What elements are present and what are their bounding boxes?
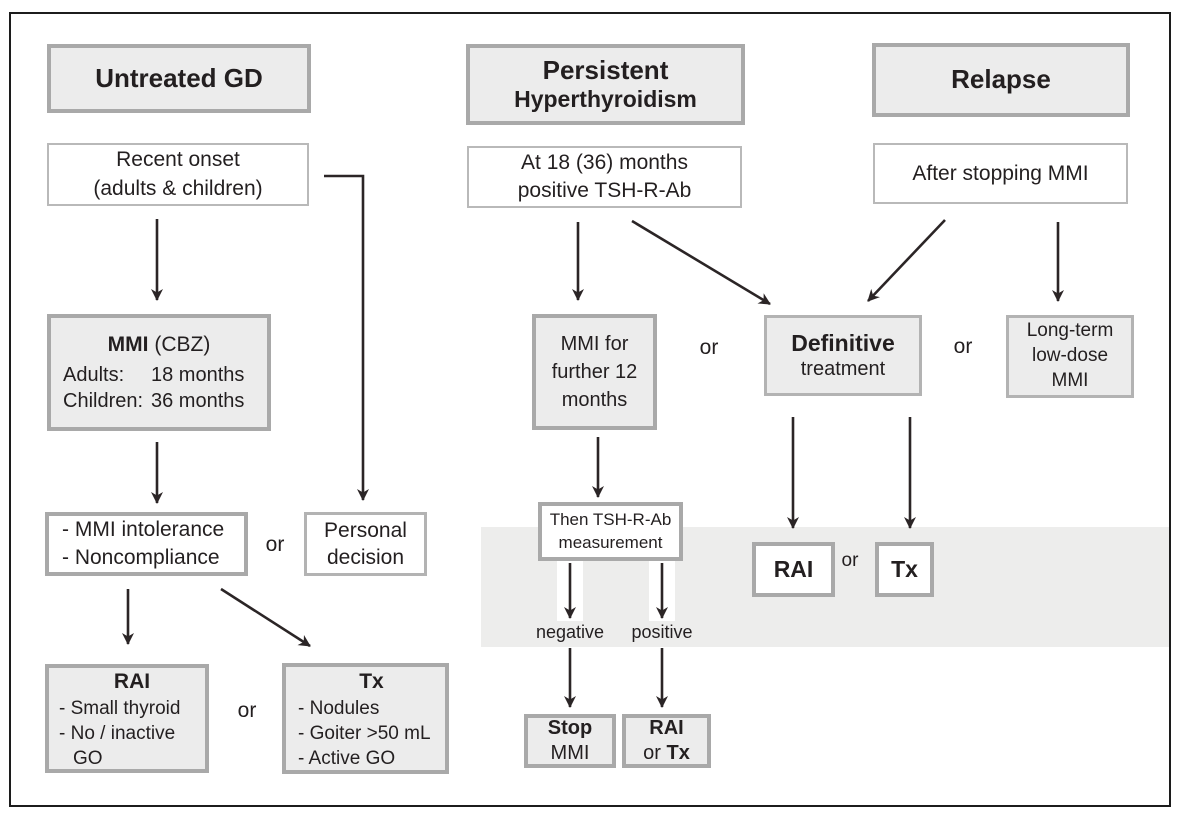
tx-option-item3: - Active GO [298, 748, 396, 770]
rai-or-tx-tx: Tx [666, 742, 690, 764]
rai-or-tx-line1: RAI [649, 717, 684, 739]
figure-border [9, 12, 1171, 807]
or-label-personal: or [265, 533, 285, 556]
header-untreated-gd: Untreated GD [47, 44, 311, 113]
tx-option-box: Tx - Nodules - Goiter >50 mL - Active GO [282, 663, 449, 774]
longterm-line2: low-dose [1031, 345, 1109, 367]
rai-option-item3: GO [73, 748, 103, 770]
mmi-children-label: Children: [63, 389, 144, 412]
further-line1: MMI for [560, 333, 629, 355]
definitive-line1: Definitive [791, 329, 895, 356]
header-untreated-gd-label: Untreated GD [95, 62, 263, 93]
stop-mmi-line2: MMI [550, 742, 590, 764]
mmi-children-row: Children: 36 months [63, 388, 244, 414]
tx-band-box: Tx [875, 542, 934, 597]
stop-mmi-box: Stop MMI [524, 714, 616, 768]
mmi-adults-row: Adults: 18 months [63, 362, 244, 388]
mmi-title-rest: (CBZ) [148, 333, 211, 357]
recent-onset-line2: (adults & children) [93, 176, 263, 200]
rai-band-label: RAI [773, 555, 814, 582]
recent-onset-line1: Recent onset [116, 148, 240, 172]
or-label-band: or [841, 550, 859, 571]
longterm-line3: MMI [1051, 369, 1089, 391]
persistent-line2: Hyperthyroidism [514, 86, 697, 113]
mmi-adults-label: Adults: [63, 363, 125, 386]
rai-option-item2: - No / inactive [59, 722, 176, 744]
positive-label: positive [631, 622, 693, 642]
rai-option-item1: - Small thyroid [59, 697, 181, 719]
definitive-line2: treatment [800, 358, 886, 381]
intolerance-line1: - MMI intolerance [62, 517, 225, 541]
tx-option-item1: - Nodules [298, 697, 380, 719]
mmi-adults-value: 18 months [151, 363, 245, 386]
rai-band-box: RAI [752, 542, 835, 597]
intolerance-box: - MMI intolerance - Noncompliance [45, 512, 248, 576]
or-label-definitive: or [699, 336, 719, 359]
at18-line2: positive TSH-R-Ab [517, 179, 692, 202]
or-label-longterm: or [953, 335, 973, 358]
personal-line2: decision [326, 546, 405, 569]
measurement-line2: measurement [558, 532, 663, 552]
rai-option-box: RAI - Small thyroid - No / inactive GO [45, 664, 209, 773]
longterm-lowdose-mmi-box: Long-term low-dose MMI [1006, 315, 1134, 398]
mmi-further-12-months-box: MMI for further 12 months [532, 314, 657, 430]
at-18-36-months-box: At 18 (36) months positive TSH-R-Ab [467, 146, 742, 208]
after-stopping-label: After stopping MMI [912, 161, 1089, 185]
further-line2: further 12 [551, 361, 638, 383]
stop-mmi-line1: Stop [547, 717, 593, 739]
mmi-title-bold: MMI [107, 333, 149, 357]
or-label-rai-tx: or [237, 699, 257, 722]
after-stopping-mmi-box: After stopping MMI [873, 143, 1128, 204]
tx-band-label: Tx [891, 555, 918, 582]
rai-option-title: RAI [113, 669, 151, 693]
tsh-r-ab-measurement-box: Then TSH-R-Ab measurement [538, 502, 683, 561]
intolerance-line2: - Noncompliance [62, 546, 220, 569]
personal-decision-box: Personal decision [304, 512, 427, 576]
rai-or-tx-line2: or Tx [643, 741, 690, 766]
definitive-treatment-box: Definitive treatment [764, 315, 922, 396]
header-relapse: Relapse [872, 43, 1130, 117]
personal-line1: Personal [324, 518, 407, 542]
persistent-line1: Persistent [542, 55, 669, 86]
mmi-cbz-title: MMI (CBZ) [63, 331, 255, 358]
at18-line1: At 18 (36) months [521, 150, 688, 174]
longterm-line1: Long-term [1026, 320, 1114, 342]
negative-label: negative [535, 622, 605, 642]
rai-or-tx-or: or [643, 742, 667, 764]
measurement-line1: Then TSH-R-Ab [549, 510, 672, 530]
further-line3: months [561, 389, 628, 411]
tx-option-item2: - Goiter >50 mL [298, 722, 431, 744]
mmi-cbz-box: MMI (CBZ) Adults: 18 months Children: 36… [47, 314, 271, 431]
recent-onset-box: Recent onset (adults & children) [47, 143, 309, 206]
mmi-children-value: 36 months [151, 389, 245, 412]
header-relapse-label: Relapse [951, 64, 1051, 95]
rai-or-tx-box: RAI or Tx [622, 714, 711, 768]
header-persistent-hyperthyroidism: Persistent Hyperthyroidism [466, 44, 745, 125]
tx-option-title: Tx [359, 669, 384, 693]
